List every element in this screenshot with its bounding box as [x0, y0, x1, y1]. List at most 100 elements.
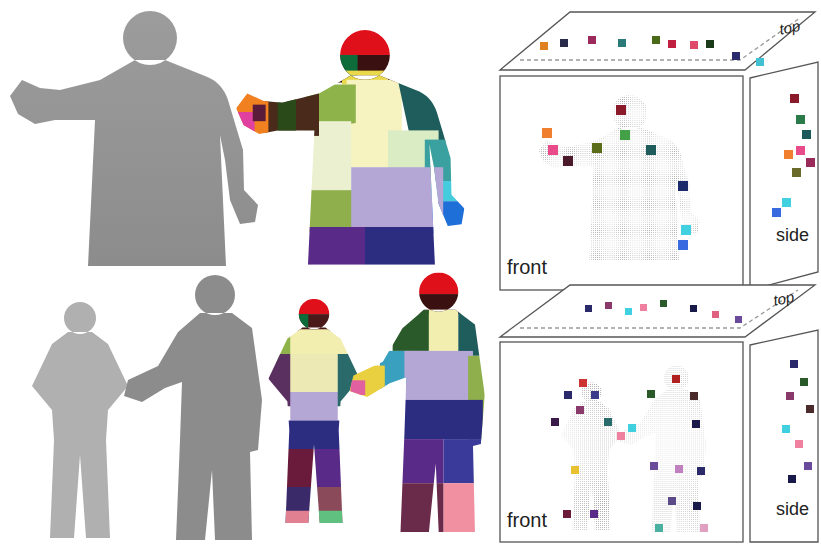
- view-box: [500, 285, 815, 337]
- joint-marker: [640, 304, 647, 311]
- joint-marker: [564, 391, 572, 399]
- joint-marker: [732, 52, 740, 60]
- body-part-map: [314, 511, 347, 525]
- joint-marker: [646, 145, 656, 155]
- body-part-map: [227, 20, 471, 268]
- joint-marker: [625, 308, 632, 315]
- view-box: [500, 76, 743, 290]
- joint-marker: [756, 58, 764, 66]
- joint-marker: [804, 462, 812, 470]
- body-part-map: [365, 227, 448, 268]
- body-part-map: [393, 310, 429, 351]
- joint-marker: [796, 115, 805, 124]
- joint-marker: [700, 524, 708, 532]
- view-label: side: [776, 500, 809, 518]
- body-part-map: [404, 351, 473, 400]
- joint-marker: [605, 302, 612, 309]
- joint-marker: [563, 510, 571, 518]
- view-label: top: [772, 289, 795, 308]
- body-part-map: [400, 400, 483, 439]
- body-part-map: [290, 293, 338, 314]
- joint-marker: [690, 392, 698, 400]
- joint-marker: [551, 418, 559, 426]
- joint-marker: [675, 465, 683, 473]
- body-part-map: [351, 167, 443, 231]
- joint-marker: [796, 146, 805, 155]
- joint-marker: [652, 36, 660, 44]
- joint-marker: [588, 36, 596, 44]
- body-part-map: [414, 268, 463, 294]
- body-part-map: [281, 421, 348, 450]
- joint-marker: [579, 379, 587, 387]
- body-part-map: [444, 439, 488, 483]
- joint-marker: [540, 42, 548, 50]
- body-part-map: [227, 84, 268, 139]
- point-cloud: [539, 95, 700, 261]
- view-box: [750, 62, 818, 290]
- body-part-map: [297, 314, 308, 327]
- body-part-map: [351, 380, 366, 395]
- joint-marker: [784, 150, 793, 159]
- joint-marker: [592, 143, 602, 153]
- view-box: [500, 285, 818, 542]
- joint-marker: [616, 105, 626, 115]
- joint-marker: [806, 158, 815, 167]
- body-part-map: [429, 310, 458, 351]
- joint-marker: [668, 40, 676, 48]
- view-label: front: [507, 257, 547, 277]
- point-cloud: [619, 365, 706, 532]
- joint-marker: [690, 305, 697, 312]
- joint-marker: [618, 39, 626, 47]
- joint-marker: [647, 390, 655, 398]
- joint-marker: [560, 39, 568, 47]
- joint-marker: [782, 425, 790, 433]
- joint-marker: [735, 316, 742, 323]
- joint-marker: [802, 130, 811, 139]
- depth-image: [10, 11, 262, 540]
- body-part-map: [267, 329, 362, 354]
- joint-marker: [806, 405, 814, 413]
- joint-marker: [576, 406, 584, 414]
- joint-marker: [692, 420, 700, 428]
- point-cloud: [561, 365, 706, 532]
- joint-marker: [551, 300, 814, 532]
- body-part-map: [290, 314, 338, 331]
- depth-image: [124, 275, 262, 540]
- joint-marker: [585, 305, 592, 312]
- body-part-map: [262, 354, 295, 406]
- body-part-map: [346, 268, 493, 533]
- point-cloud: [561, 382, 621, 531]
- body-part-map: [444, 483, 488, 532]
- body-part-map: [425, 140, 471, 181]
- joint-marker: [617, 432, 625, 440]
- joint-marker: [712, 311, 719, 318]
- joint-marker: [800, 378, 808, 386]
- joint-marker: [790, 94, 799, 103]
- joint-marker: [590, 510, 598, 518]
- joint-marker: [668, 497, 676, 505]
- body-part-map: [264, 92, 319, 136]
- body-part-map: [305, 190, 356, 231]
- body-part-map: [281, 449, 314, 487]
- view-box: [750, 330, 818, 542]
- joint-marker: [563, 156, 573, 166]
- joint-marker: [788, 475, 796, 483]
- body-part-map: [253, 105, 266, 122]
- joint-marker: [782, 198, 791, 207]
- joint-marker: [604, 418, 612, 426]
- joint-marker: [548, 145, 558, 155]
- point-cloud: [539, 95, 700, 261]
- body-part-map: [314, 487, 347, 525]
- body-part-map: [290, 354, 338, 392]
- joint-marker: [697, 467, 705, 475]
- joint-marker: [790, 360, 798, 368]
- joint-marker: [660, 300, 667, 307]
- body-part-map: [314, 449, 347, 487]
- body-part-map: [305, 227, 365, 268]
- joint-marker: [786, 392, 794, 400]
- body-part-map: [281, 487, 314, 525]
- joint-marker: [678, 181, 688, 191]
- joint-marker: [678, 240, 688, 250]
- view-label: top: [778, 18, 801, 37]
- body-part-map: [262, 293, 367, 525]
